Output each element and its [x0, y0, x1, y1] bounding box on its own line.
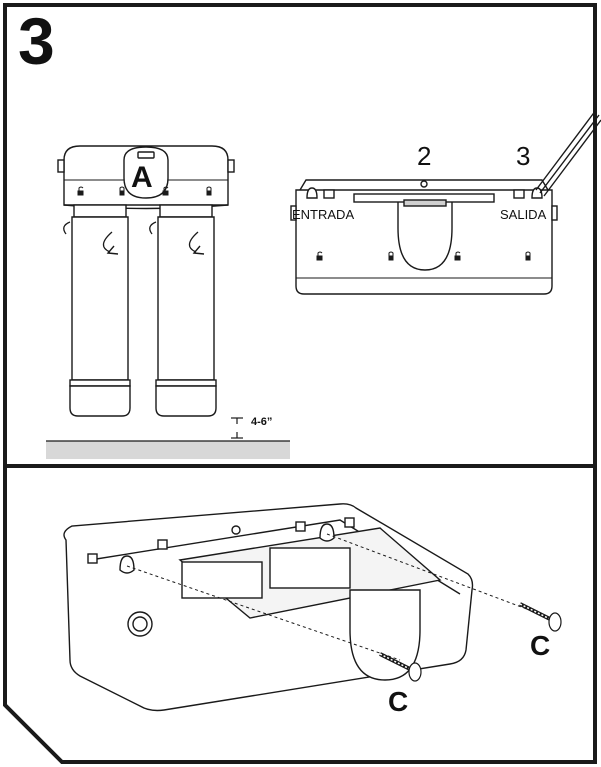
screw-icon [519, 602, 562, 632]
clearance-marker [231, 417, 243, 439]
cartridge-left [71, 216, 129, 381]
tray-slot-d [344, 517, 355, 528]
tray-slot-c [295, 521, 306, 532]
tray-slot-b [157, 539, 168, 550]
bracket-top-rim [299, 179, 549, 191]
tray-drain-hole-inner [132, 616, 148, 632]
cartridge-neck-right [159, 204, 213, 218]
cartridge-base-right [155, 385, 217, 417]
bracket-side-tab-left [290, 205, 297, 221]
rotate-arrow-left-head [106, 245, 119, 255]
screw-icon [379, 652, 422, 682]
release-button-tab [137, 151, 155, 159]
head-side-tab-left [57, 159, 65, 173]
release-button [123, 146, 169, 199]
bracket-oval-window [397, 199, 453, 271]
floor-shading [46, 441, 290, 459]
cartridge-band-left [69, 379, 131, 387]
bracket-tray-drawing [63, 503, 474, 712]
screw-guide-lines [126, 533, 541, 661]
rotate-arrow-left [63, 221, 113, 253]
tray-oval-window [349, 589, 421, 681]
rotate-arrow-right-head [192, 245, 205, 255]
release-button-label: A [131, 161, 153, 194]
cartridge-right [157, 216, 215, 381]
cartridge-neck-left [73, 204, 127, 218]
screwdriver-icon [535, 109, 601, 197]
outlet-port-label: SALIDA [500, 207, 547, 222]
filter-unit-drawing [57, 145, 235, 417]
tray-top-hole [231, 525, 241, 535]
tray-slot-a [87, 553, 98, 564]
step-number: 3 [18, 4, 55, 78]
callout-2: 2 [417, 141, 432, 171]
inlet-port-label: ENTRADA [292, 207, 355, 222]
callout-3: 3 [516, 141, 531, 171]
tray-keyhole-left [119, 555, 135, 574]
lock-icon [77, 186, 212, 196]
bracket-inner-tab [403, 199, 447, 207]
tray-block-left [181, 561, 263, 599]
bracket-side-tab-right [551, 205, 558, 221]
tray-block-center [269, 547, 351, 589]
bracket-square-slot-right [513, 189, 525, 199]
rotate-arrow-right [149, 221, 199, 253]
cartridge-band-right [155, 379, 217, 387]
bracket-center-hole [420, 180, 428, 188]
tray-keyhole-right [319, 523, 335, 542]
cartridge-base-left [69, 385, 131, 417]
keyhole-slot-left [306, 187, 318, 199]
outer-frame [3, 3, 597, 764]
screw-label-right: C [530, 630, 551, 661]
screw-label-left: C [388, 686, 409, 717]
bracket-front-drawing [290, 179, 558, 295]
head-side-tab-right [227, 159, 235, 173]
bracket-square-slot-left [323, 189, 335, 199]
lock-icon [316, 251, 531, 261]
clearance-label: 4-6” [251, 416, 273, 428]
